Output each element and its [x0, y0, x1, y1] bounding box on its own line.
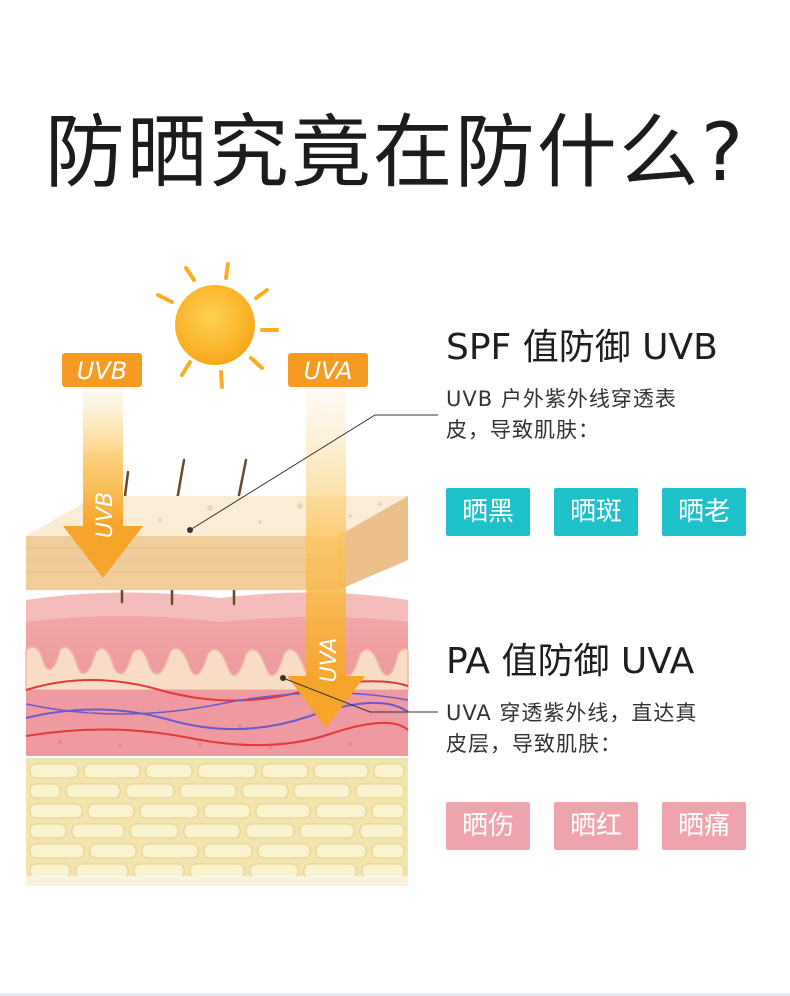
spf-desc-line: UVB 户外紫外线穿透表 [446, 387, 677, 411]
uva-pointer-dot [280, 675, 286, 681]
spf-tag: 晒斑 [554, 488, 638, 536]
pa-desc-line: UVA 穿透紫外线，直达真 [446, 701, 698, 725]
uvb-pointer-dot [187, 527, 193, 533]
hypodermis-layer [26, 758, 408, 888]
sun-icon [156, 262, 279, 389]
pa-tag: 晒痛 [662, 802, 746, 850]
spf-heading: SPF 值防御 UVB [446, 327, 718, 368]
spf-tags: 晒黑 晒斑 晒老 [446, 488, 746, 536]
uvb-arrow [63, 386, 143, 578]
uvb-badge-text: UVB [77, 357, 127, 385]
pa-tags: 晒伤 晒红 晒痛 [446, 802, 746, 850]
bottom-divider [0, 993, 790, 996]
pa-tag: 晒伤 [446, 802, 530, 850]
page-title: 防晒究竟在防什么? [44, 106, 746, 199]
spf-desc-line: 皮，导致肌肤： [446, 418, 600, 442]
pa-desc-line: 皮层，导致肌肤： [446, 732, 622, 756]
pa-tag: 晒红 [554, 802, 638, 850]
dermis-layer [25, 592, 409, 756]
pa-heading: PA 值防御 UVA [446, 641, 695, 682]
uva-badge-text: UVA [304, 357, 353, 385]
uvb-arrow-label: UVB [93, 492, 118, 538]
spf-tag: 晒黑 [446, 488, 530, 536]
spf-description: UVB 户外紫外线穿透表 皮，导致肌肤： [446, 384, 746, 446]
uvb-badge [62, 353, 142, 387]
pointer-lines [189, 414, 438, 713]
uva-badge [288, 353, 368, 387]
pa-description: UVA 穿透紫外线，直达真 皮层，导致肌肤： [446, 698, 746, 760]
uva-arrow [287, 386, 365, 728]
uva-arrow-label: UVA [317, 638, 342, 683]
spf-tag: 晒老 [662, 488, 746, 536]
